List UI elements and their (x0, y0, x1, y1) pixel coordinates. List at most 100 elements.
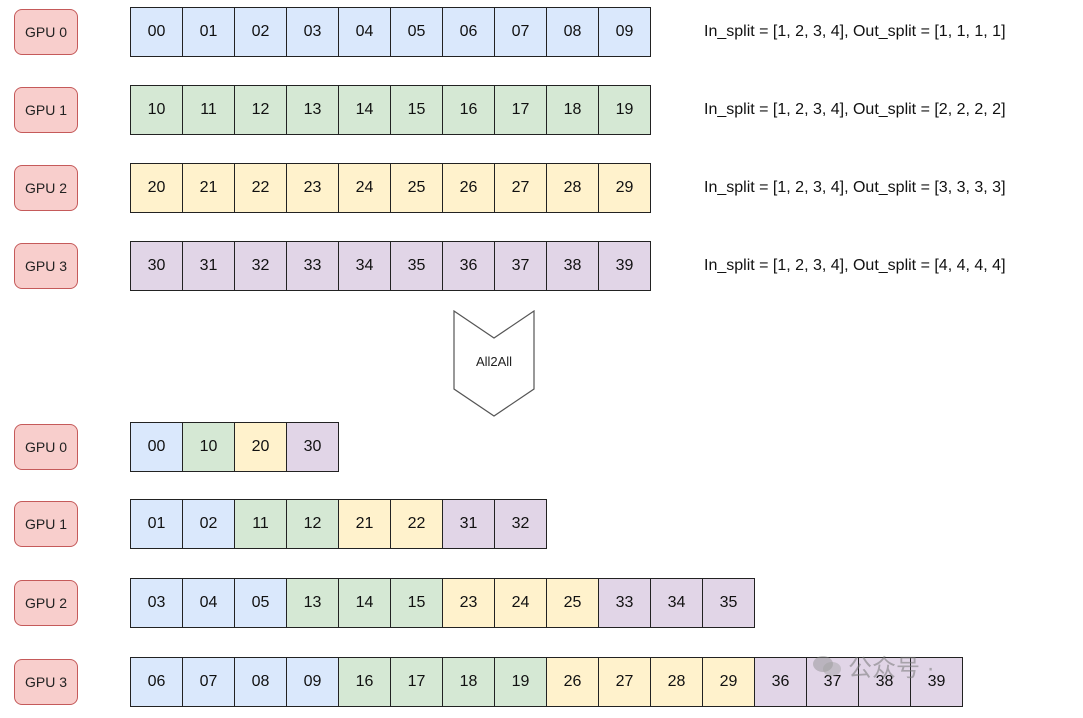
data-chunk-10: 10 (183, 422, 235, 472)
data-chunk-02: 02 (183, 499, 235, 549)
data-chunk-33: 33 (287, 241, 339, 291)
watermark-text: 公众号 · (848, 655, 935, 682)
data-chunk-06: 06 (131, 657, 183, 707)
data-chunk-21: 21 (339, 499, 391, 549)
data-chunk-11: 11 (235, 499, 287, 549)
data-chunk-01: 01 (183, 7, 235, 57)
data-chunk-09: 09 (287, 657, 339, 707)
data-chunk-13: 13 (287, 578, 339, 628)
data-chunk-35: 35 (703, 578, 755, 628)
data-chunk-17: 17 (495, 85, 547, 135)
after-gpu-label-2: GPU 2 (14, 580, 78, 626)
data-chunk-03: 03 (287, 7, 339, 57)
data-chunk-37: 37 (807, 657, 859, 707)
split-note-2: In_split = [1, 2, 3, 4], Out_split = [3,… (704, 179, 1006, 196)
data-chunk-19: 19 (599, 85, 651, 135)
data-chunk-18: 18 (443, 657, 495, 707)
data-chunk-11: 11 (183, 85, 235, 135)
data-chunk-34: 34 (339, 241, 391, 291)
data-chunk-26: 26 (547, 657, 599, 707)
data-chunk-24: 24 (339, 163, 391, 213)
data-chunk-05: 05 (391, 7, 443, 57)
all2all-label: All2All (475, 354, 513, 369)
data-chunk-10: 10 (131, 85, 183, 135)
data-chunk-07: 07 (495, 7, 547, 57)
split-note-3: In_split = [1, 2, 3, 4], Out_split = [4,… (704, 257, 1006, 274)
data-chunk-19: 19 (495, 657, 547, 707)
data-chunk-06: 06 (443, 7, 495, 57)
data-chunk-09: 09 (599, 7, 651, 57)
data-chunk-39: 39 (911, 657, 963, 707)
split-note-0: In_split = [1, 2, 3, 4], Out_split = [1,… (704, 23, 1006, 40)
data-chunk-14: 14 (339, 85, 391, 135)
data-chunk-20: 20 (235, 422, 287, 472)
data-chunk-39: 39 (599, 241, 651, 291)
data-chunk-15: 15 (391, 85, 443, 135)
data-chunk-28: 28 (651, 657, 703, 707)
data-chunk-20: 20 (131, 163, 183, 213)
data-chunk-36: 36 (755, 657, 807, 707)
data-chunk-00: 00 (131, 7, 183, 57)
data-chunk-03: 03 (131, 578, 183, 628)
before-gpu-label-1: GPU 1 (14, 87, 78, 133)
data-chunk-31: 31 (183, 241, 235, 291)
data-chunk-21: 21 (183, 163, 235, 213)
data-chunk-04: 04 (339, 7, 391, 57)
data-chunk-15: 15 (391, 578, 443, 628)
before-gpu-label-3: GPU 3 (14, 243, 78, 289)
data-chunk-04: 04 (183, 578, 235, 628)
data-chunk-32: 32 (235, 241, 287, 291)
data-chunk-18: 18 (547, 85, 599, 135)
data-chunk-22: 22 (391, 499, 443, 549)
data-chunk-32: 32 (495, 499, 547, 549)
before-gpu-label-0: GPU 0 (14, 9, 78, 55)
data-chunk-28: 28 (547, 163, 599, 213)
data-chunk-27: 27 (495, 163, 547, 213)
data-chunk-12: 12 (235, 85, 287, 135)
data-chunk-36: 36 (443, 241, 495, 291)
data-chunk-30: 30 (287, 422, 339, 472)
watermark: 公众号 · (812, 648, 935, 683)
data-chunk-29: 29 (599, 163, 651, 213)
before-gpu-label-2: GPU 2 (14, 165, 78, 211)
data-chunk-13: 13 (287, 85, 339, 135)
data-chunk-24: 24 (495, 578, 547, 628)
data-chunk-25: 25 (547, 578, 599, 628)
after-gpu-label-0: GPU 0 (14, 424, 78, 470)
data-chunk-23: 23 (443, 578, 495, 628)
after-gpu-label-1: GPU 1 (14, 501, 78, 547)
data-chunk-08: 08 (547, 7, 599, 57)
data-chunk-16: 16 (443, 85, 495, 135)
data-chunk-38: 38 (547, 241, 599, 291)
data-chunk-37: 37 (495, 241, 547, 291)
data-chunk-22: 22 (235, 163, 287, 213)
data-chunk-23: 23 (287, 163, 339, 213)
data-chunk-00: 00 (131, 422, 183, 472)
data-chunk-34: 34 (651, 578, 703, 628)
data-chunk-31: 31 (443, 499, 495, 549)
data-chunk-26: 26 (443, 163, 495, 213)
data-chunk-30: 30 (131, 241, 183, 291)
data-chunk-27: 27 (599, 657, 651, 707)
after-gpu-label-3: GPU 3 (14, 659, 78, 705)
data-chunk-29: 29 (703, 657, 755, 707)
all2all-arrow-shape (453, 310, 535, 417)
data-chunk-02: 02 (235, 7, 287, 57)
wechat-icon (813, 655, 841, 676)
data-chunk-12: 12 (287, 499, 339, 549)
data-chunk-17: 17 (391, 657, 443, 707)
data-chunk-14: 14 (339, 578, 391, 628)
data-chunk-38: 38 (859, 657, 911, 707)
data-chunk-08: 08 (235, 657, 287, 707)
data-chunk-16: 16 (339, 657, 391, 707)
data-chunk-35: 35 (391, 241, 443, 291)
